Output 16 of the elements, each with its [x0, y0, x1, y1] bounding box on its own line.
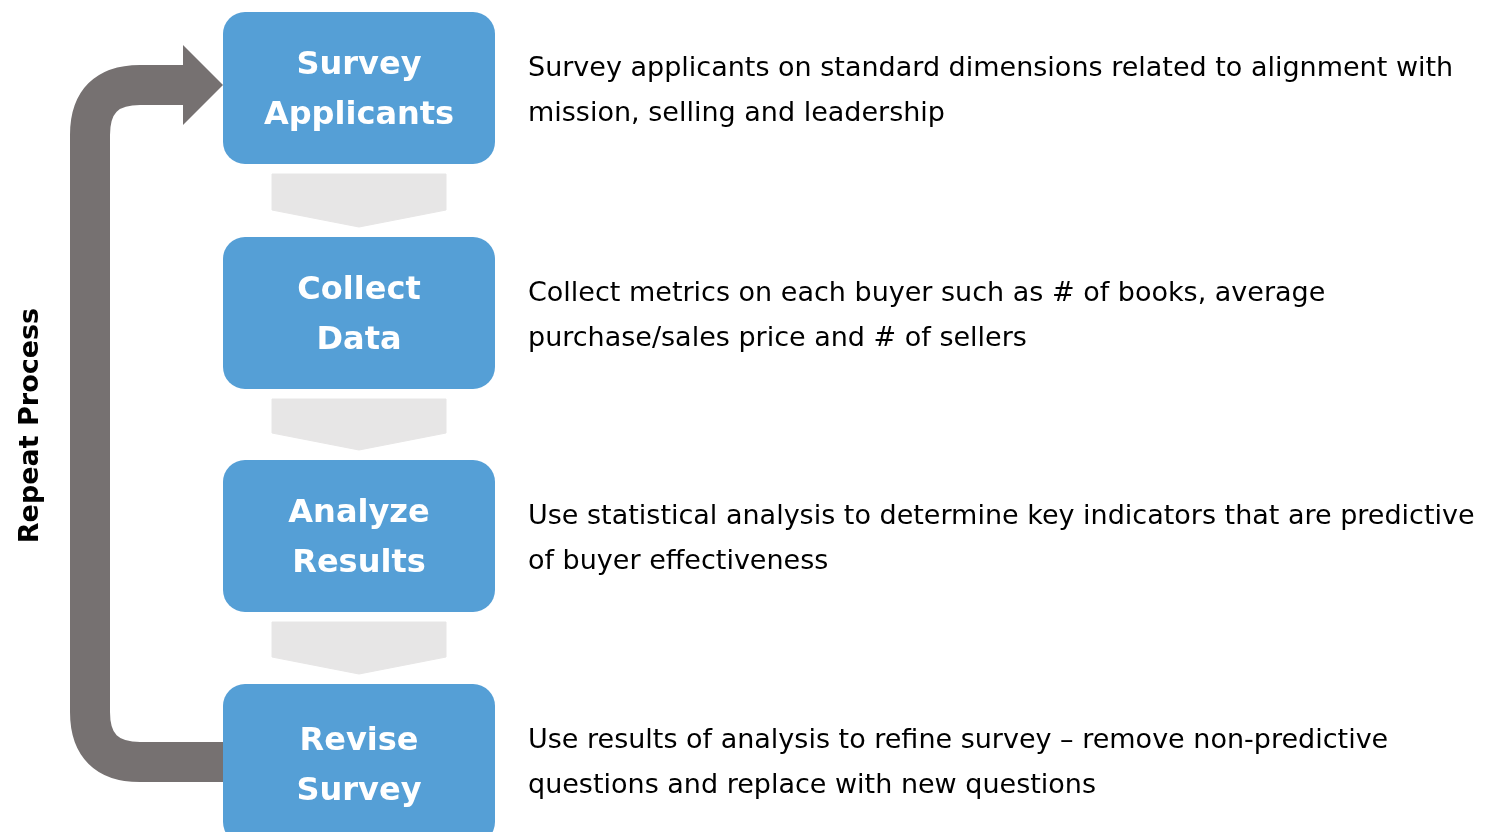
- process-box: [223, 12, 495, 164]
- step-description: Use statistical analysis to determine key indicators that are predictive of buyer effectiveness: [528, 498, 1476, 577]
- step-title: Revise Survey: [295, 719, 423, 810]
- step-title: Survey Applicants: [262, 43, 456, 134]
- process-box: [223, 684, 495, 832]
- step-title: Analyze Results: [287, 491, 431, 582]
- process-box: [223, 237, 495, 389]
- chevron-arrow: [271, 398, 447, 451]
- chevron-arrow: [271, 621, 447, 675]
- process-box: [223, 460, 495, 612]
- step-description: Collect metrics on each buyer such as # of books, average purchase/sales price and # of sellers: [528, 275, 1327, 354]
- step-description: Survey applicants on standard dimensions related to alignment with mission, selling and leadership: [528, 50, 1455, 129]
- step-description: Use results of analysis to refine survey – remove non-predictive questions and replace with new questions: [528, 722, 1390, 801]
- chevron-arrow: [271, 173, 447, 228]
- edge-label: Repeat Process: [12, 307, 44, 543]
- step-title: Collect Data: [296, 268, 422, 359]
